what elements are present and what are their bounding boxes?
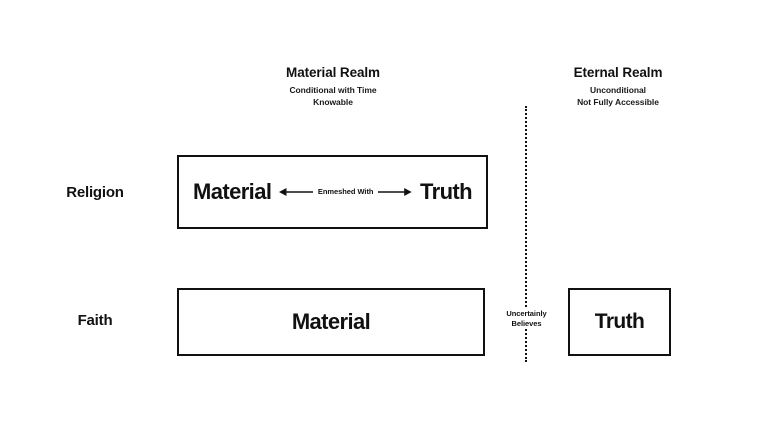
faith-material-box: Material [177, 288, 485, 356]
faith-truth-box: Truth [568, 288, 671, 356]
material-realm-subtitle-1: Conditional with Time [289, 84, 377, 95]
faith-material-term: Material [291, 309, 371, 334]
material-realm-title: Material Realm [286, 65, 380, 80]
religion-combined-box: Material Enmeshed With Truth [177, 155, 488, 229]
eternal-realm-title: Eternal Realm [573, 65, 663, 80]
faith-truth-term: Truth [594, 310, 645, 333]
realm-divider-dotted-line [525, 106, 527, 362]
material-realm-subtitle-2: Knowable [313, 97, 353, 107]
enmeshed-with-connector: Enmeshed With [279, 182, 412, 202]
enmeshed-with-label: Enmeshed With [312, 187, 379, 197]
eternal-realm-subtitle-1: Unconditional [589, 84, 646, 95]
uncertainly-believes-label-line2: Believes [485, 318, 568, 329]
religion-truth-term: Truth [420, 179, 473, 204]
row-label-faith: Faith [77, 312, 113, 329]
row-label-religion: Religion [66, 184, 124, 201]
uncertainly-believes-connector: Uncertainly Believes [485, 306, 568, 338]
uncertainly-believes-label: Uncertainly Believes [485, 309, 568, 329]
eternal-realm-header: Eternal Realm Unconditional Not Fully Ac… [518, 66, 718, 107]
eternal-realm-subtitle-2: Not Fully Accessible [577, 97, 659, 107]
uncertainly-believes-label-line1: Uncertainly [485, 309, 568, 319]
religion-material-term: Material [193, 179, 272, 204]
material-realm-header: Material Realm Conditional with Time Kno… [233, 66, 433, 107]
